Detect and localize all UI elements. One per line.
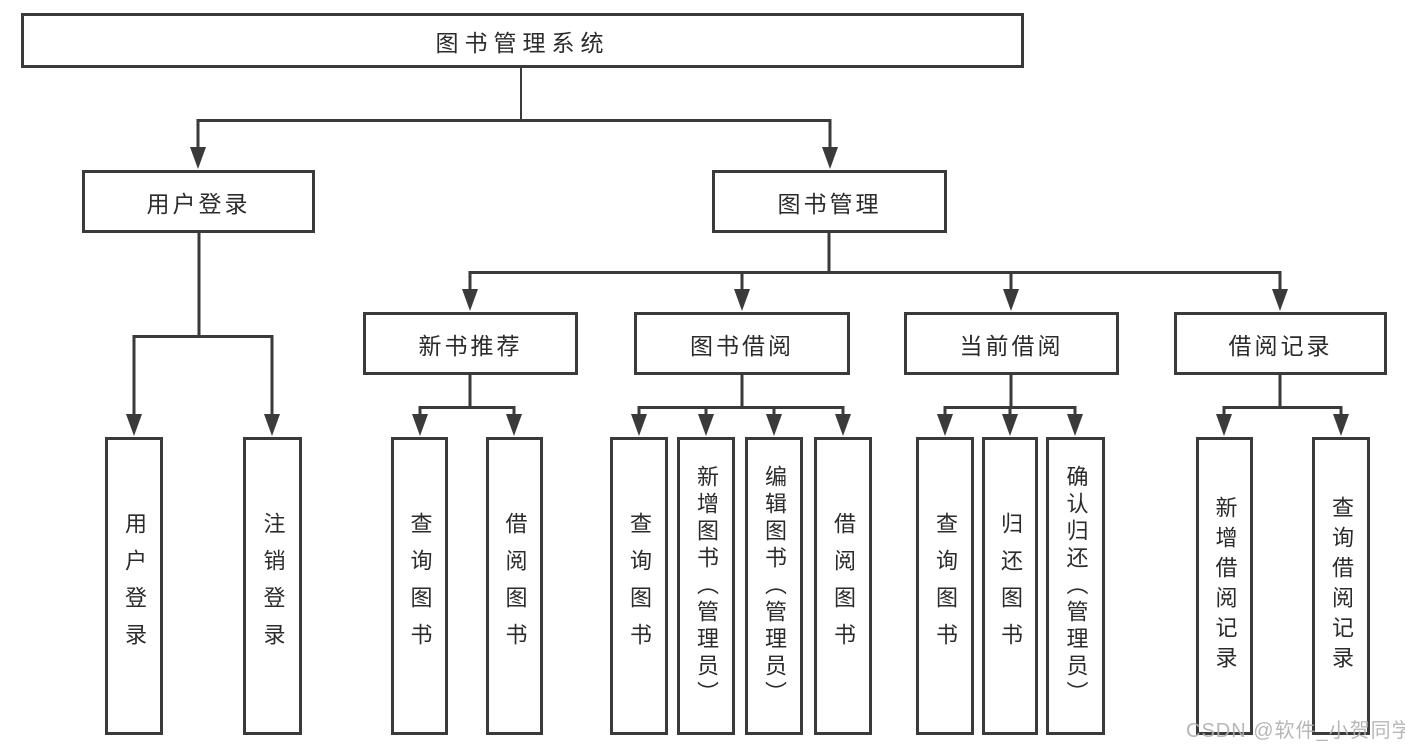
node-label: 确认归还（管理员） <box>1063 464 1089 708</box>
leaf-return-book: 归还图书 <box>982 437 1038 735</box>
node-borrow-records: 借阅记录 <box>1174 312 1387 375</box>
node-label: 新书推荐 <box>418 332 523 359</box>
node-new-book-recommend: 新书推荐 <box>363 312 578 375</box>
node-label: 用户登录 <box>122 512 147 660</box>
node-label: 查询图书 <box>627 512 652 660</box>
node-label: 图书管理系统 <box>435 29 610 56</box>
node-root: 图书管理系统 <box>21 13 1024 68</box>
node-user-login: 用户登录 <box>82 170 315 233</box>
leaf-query-borrow-record: 查询借阅记录 <box>1312 437 1370 735</box>
node-label: 查询借阅记录 <box>1329 496 1354 676</box>
node-book-management: 图书管理 <box>712 170 947 233</box>
leaf-borrow-books-1: 借阅图书 <box>486 437 543 735</box>
leaf-edit-book-admin: 编辑图书（管理员） <box>745 437 803 735</box>
node-label: 新增借阅记录 <box>1212 496 1238 676</box>
connector-root-to-level2 <box>190 68 838 169</box>
leaf-query-books-3: 查询图书 <box>916 437 974 735</box>
node-label: 借阅记录 <box>1228 332 1333 359</box>
leaf-add-book-admin: 新增图书（管理员） <box>677 437 735 735</box>
node-label: 归还图书 <box>998 512 1023 660</box>
connector-level3-stems <box>468 375 1282 409</box>
leaf-query-books-2: 查询图书 <box>610 437 668 735</box>
node-label: 新增图书（管理员） <box>694 464 719 708</box>
node-label: 图书借阅 <box>690 332 794 359</box>
csdn-watermark: CSDN @软件_小贺同学 <box>1186 720 1405 742</box>
leaf-confirm-return-admin: 确认归还（管理员） <box>1046 437 1105 735</box>
connector-user-login-branch <box>126 232 280 436</box>
leaf-query-books-1: 查询图书 <box>391 437 448 735</box>
node-label: 查询图书 <box>407 512 433 660</box>
connector-book-management-branch <box>462 232 1288 311</box>
node-label: 借阅图书 <box>831 512 856 660</box>
node-label: 当前借阅 <box>959 332 1064 359</box>
node-label: 图书管理 <box>777 190 882 217</box>
leaf-add-borrow-record: 新增借阅记录 <box>1196 437 1253 735</box>
connector-leaf-arrows <box>412 406 1349 436</box>
leaf-borrow-books-2: 借阅图书 <box>814 437 872 735</box>
node-label: 查询图书 <box>933 512 958 660</box>
node-label: 用户登录 <box>146 190 251 217</box>
node-current-borrow: 当前借阅 <box>904 312 1119 375</box>
node-label: 借阅图书 <box>502 512 528 660</box>
leaf-logout: 注销登录 <box>243 437 302 735</box>
node-label: 注销登录 <box>260 512 286 660</box>
leaf-user-login: 用户登录 <box>105 437 163 735</box>
node-book-borrow: 图书借阅 <box>634 312 850 375</box>
node-label: 编辑图书（管理员） <box>762 464 787 708</box>
